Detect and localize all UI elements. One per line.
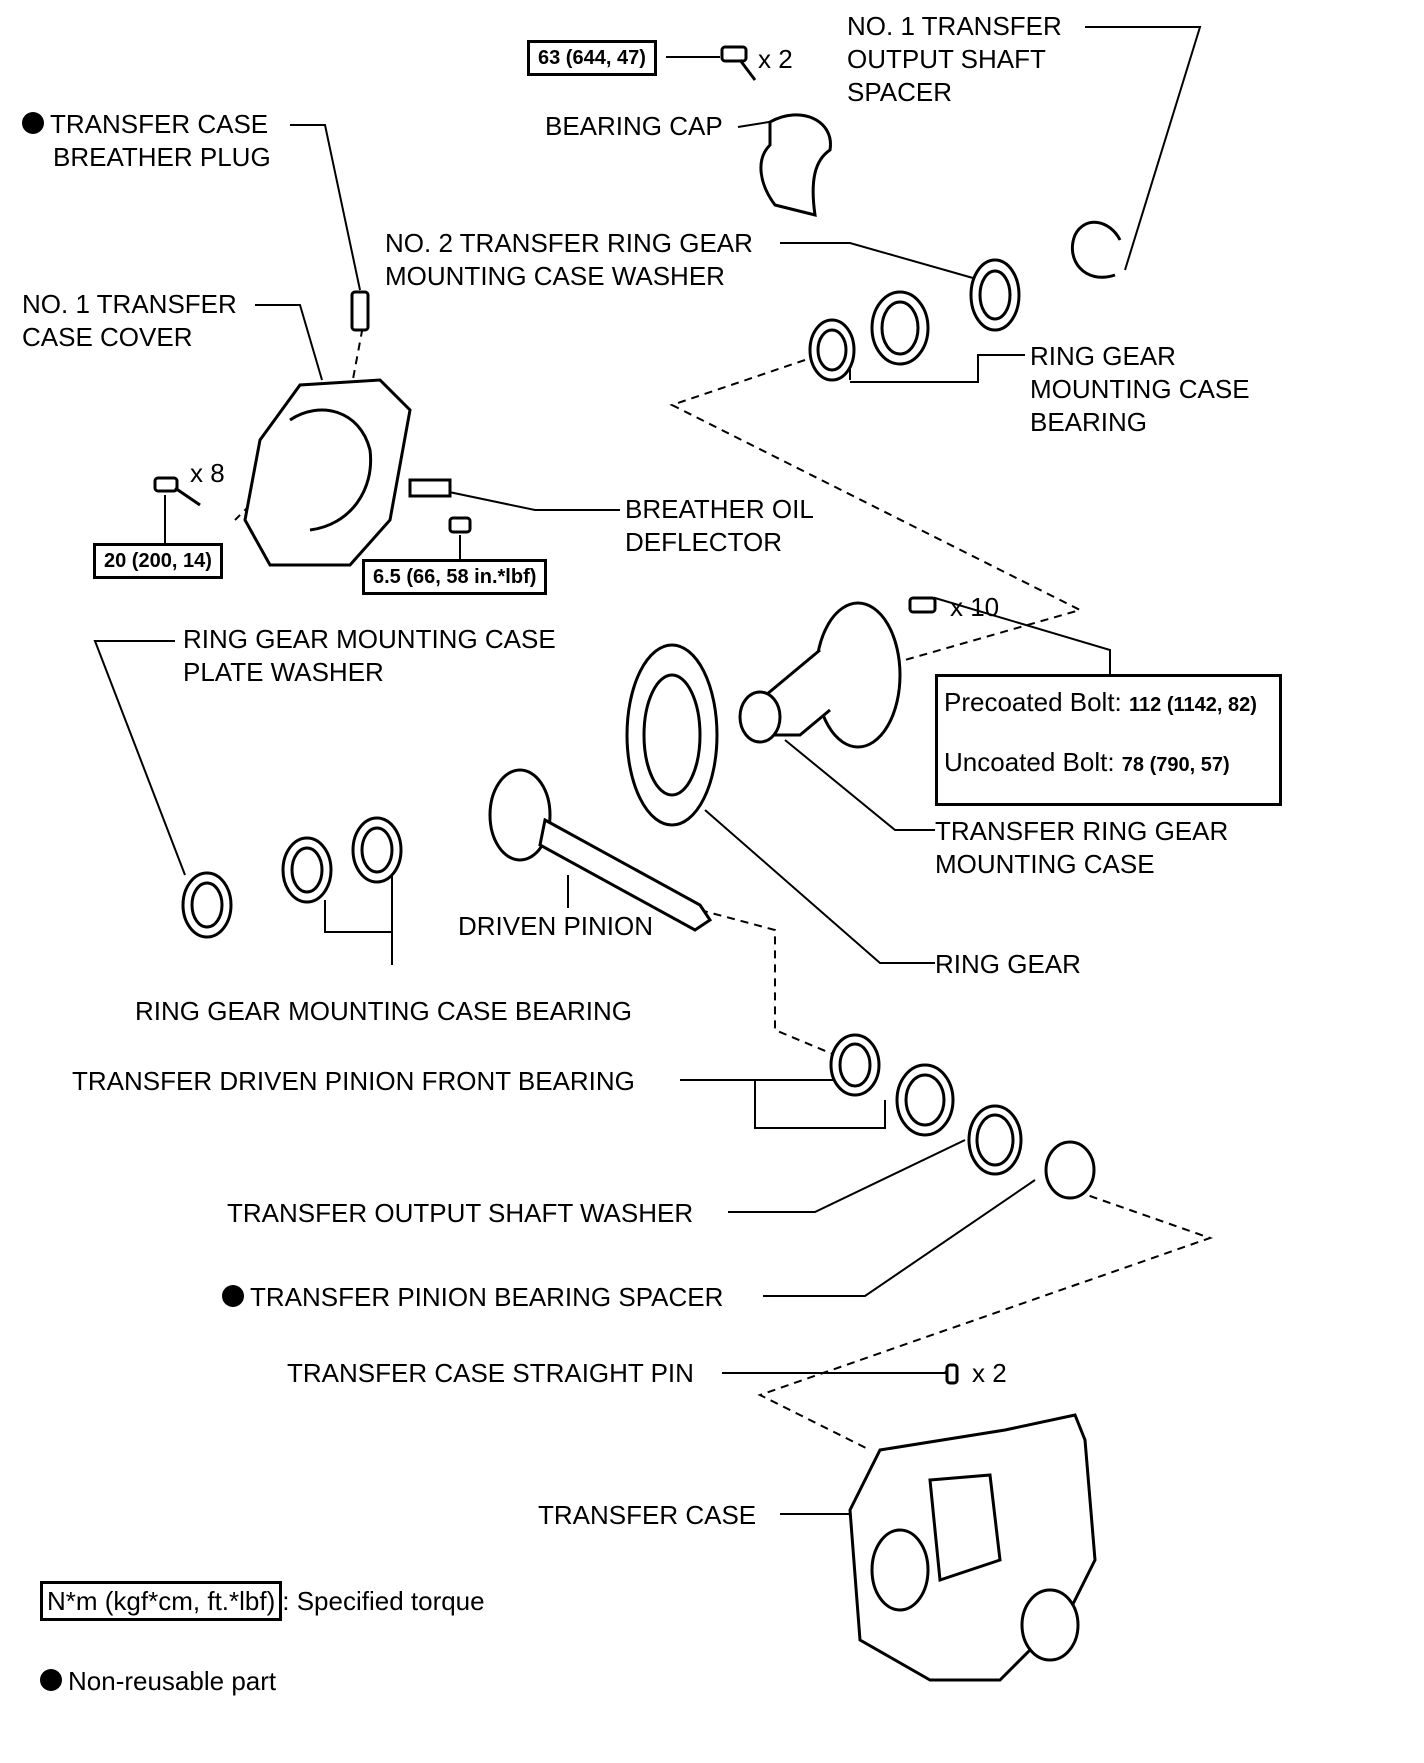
nonreusable-marker-icon — [22, 112, 44, 135]
pinion-bearing-spacer-part — [1044, 1140, 1096, 1200]
ring-gear-bolt-torque-box: Precoated Bolt: 112 (1142, 82) Uncoated … — [935, 674, 1282, 806]
straight-pin-qty: x 2 — [972, 1358, 1007, 1388]
bearing-cap-bolt-qty: x 2 — [758, 44, 793, 74]
breather-plug-label: TRANSFER CASE BREATHER PLUG — [22, 108, 271, 174]
bearing-cap-bolt-part — [720, 45, 748, 63]
deflector-torque: 6.5 (66, 58 in.*lbf) — [362, 559, 548, 595]
bearing-cap-part — [759, 113, 832, 217]
torque-unit-box: N*m (kgf*cm, ft.*lbf) — [40, 1581, 283, 1621]
driven-pinion-label: DRIVEN PINION — [458, 911, 654, 941]
ring-gear-mounting-case-part — [814, 601, 902, 749]
breather-deflector-part — [408, 478, 452, 498]
pinion-front-bearing-label: TRANSFER DRIVEN PINION FRONT BEARING — [72, 1066, 635, 1096]
straight-pin-label: TRANSFER CASE STRAIGHT PIN — [287, 1358, 694, 1388]
cover-torque: 20 (200, 14) — [93, 543, 223, 579]
transfer-case-label: TRANSFER CASE — [538, 1500, 757, 1530]
rg-mc-bearing-left-label: RING GEAR MOUNTING CASE BEARING — [135, 996, 632, 1026]
output-shaft-washer-label: TRANSFER OUTPUT SHAFT WASHER — [227, 1198, 694, 1228]
nonreusable-marker-icon — [40, 1669, 62, 1692]
ring-gear-label: RING GEAR — [935, 949, 1081, 979]
driven-pinion-part — [488, 768, 552, 862]
nonreusable-marker-icon — [222, 1285, 244, 1308]
nonreusable-legend: Non-reusable part — [40, 1665, 276, 1698]
cover-bolt-qty: x 8 — [190, 458, 225, 488]
pinion-bearing-spacer-label: TRANSFER PINION BEARING SPACER — [222, 1281, 723, 1314]
uncoated-bolt-torque: Uncoated Bolt: 78 (790, 57) — [944, 747, 1230, 777]
bearing-cap-torque: 63 (644, 47) — [527, 40, 657, 76]
bearing-cap-label: BEARING CAP — [545, 111, 723, 141]
precoated-bolt-torque: Precoated Bolt: 112 (1142, 82) — [944, 687, 1257, 717]
ring-gear-bolt-qty: x 10 — [950, 592, 1000, 622]
output-shaft-spacer-part — [1070, 220, 1122, 279]
breather-plug-part — [350, 290, 370, 332]
torque-legend: N*m (kgf*cm, ft.*lbf): Specified torque — [40, 1581, 485, 1621]
